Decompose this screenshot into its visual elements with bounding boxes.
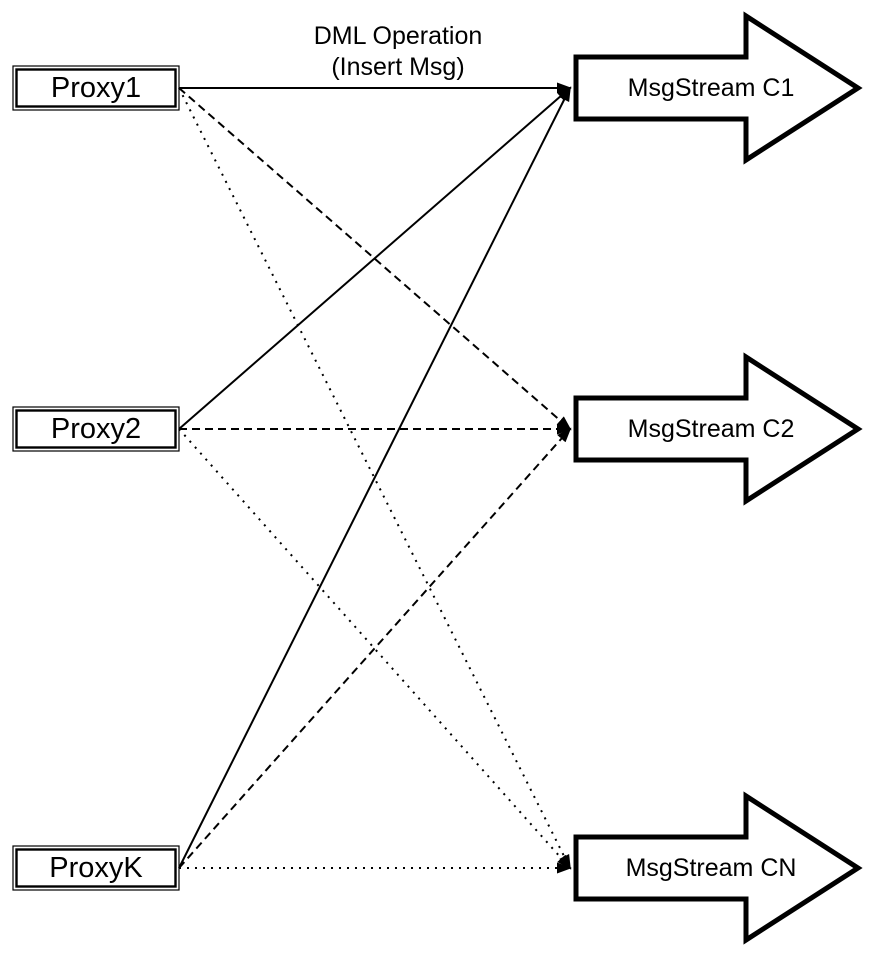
msgstream-c1-label: MsgStream C1 (627, 73, 795, 102)
msgstream-cn-label: MsgStream CN (625, 853, 797, 882)
msgstream-c1-arrow (573, 11, 863, 165)
proxyk-box (12, 845, 180, 891)
proxy1-label: Proxy1 (50, 71, 142, 104)
diagram-title-line2: (Insert Msg) (331, 53, 465, 81)
edge-proxy2-cn (178, 428, 572, 870)
msgstream-c2-arrow (573, 352, 863, 506)
edge-proxy1-c2 (178, 87, 572, 431)
msgstream-c2-label: MsgStream C2 (627, 414, 795, 443)
edge-proxy2-c1 (178, 86, 572, 430)
proxy2-label: Proxy2 (50, 412, 142, 445)
msgstream-cn-arrow (573, 791, 863, 945)
diagram-title-line1: DML Operation (313, 22, 483, 50)
edge-proxy1-cn (178, 87, 571, 870)
edge-proxyk-c1 (178, 86, 571, 869)
diagram-title: DML Operation (Insert Msg) (257, 21, 539, 83)
proxyk-label: ProxyK (49, 851, 143, 884)
proxy2-box (12, 406, 180, 452)
proxy1-box (12, 65, 180, 111)
edges-layer (178, 82, 572, 874)
edge-proxyk-c2 (178, 427, 572, 869)
